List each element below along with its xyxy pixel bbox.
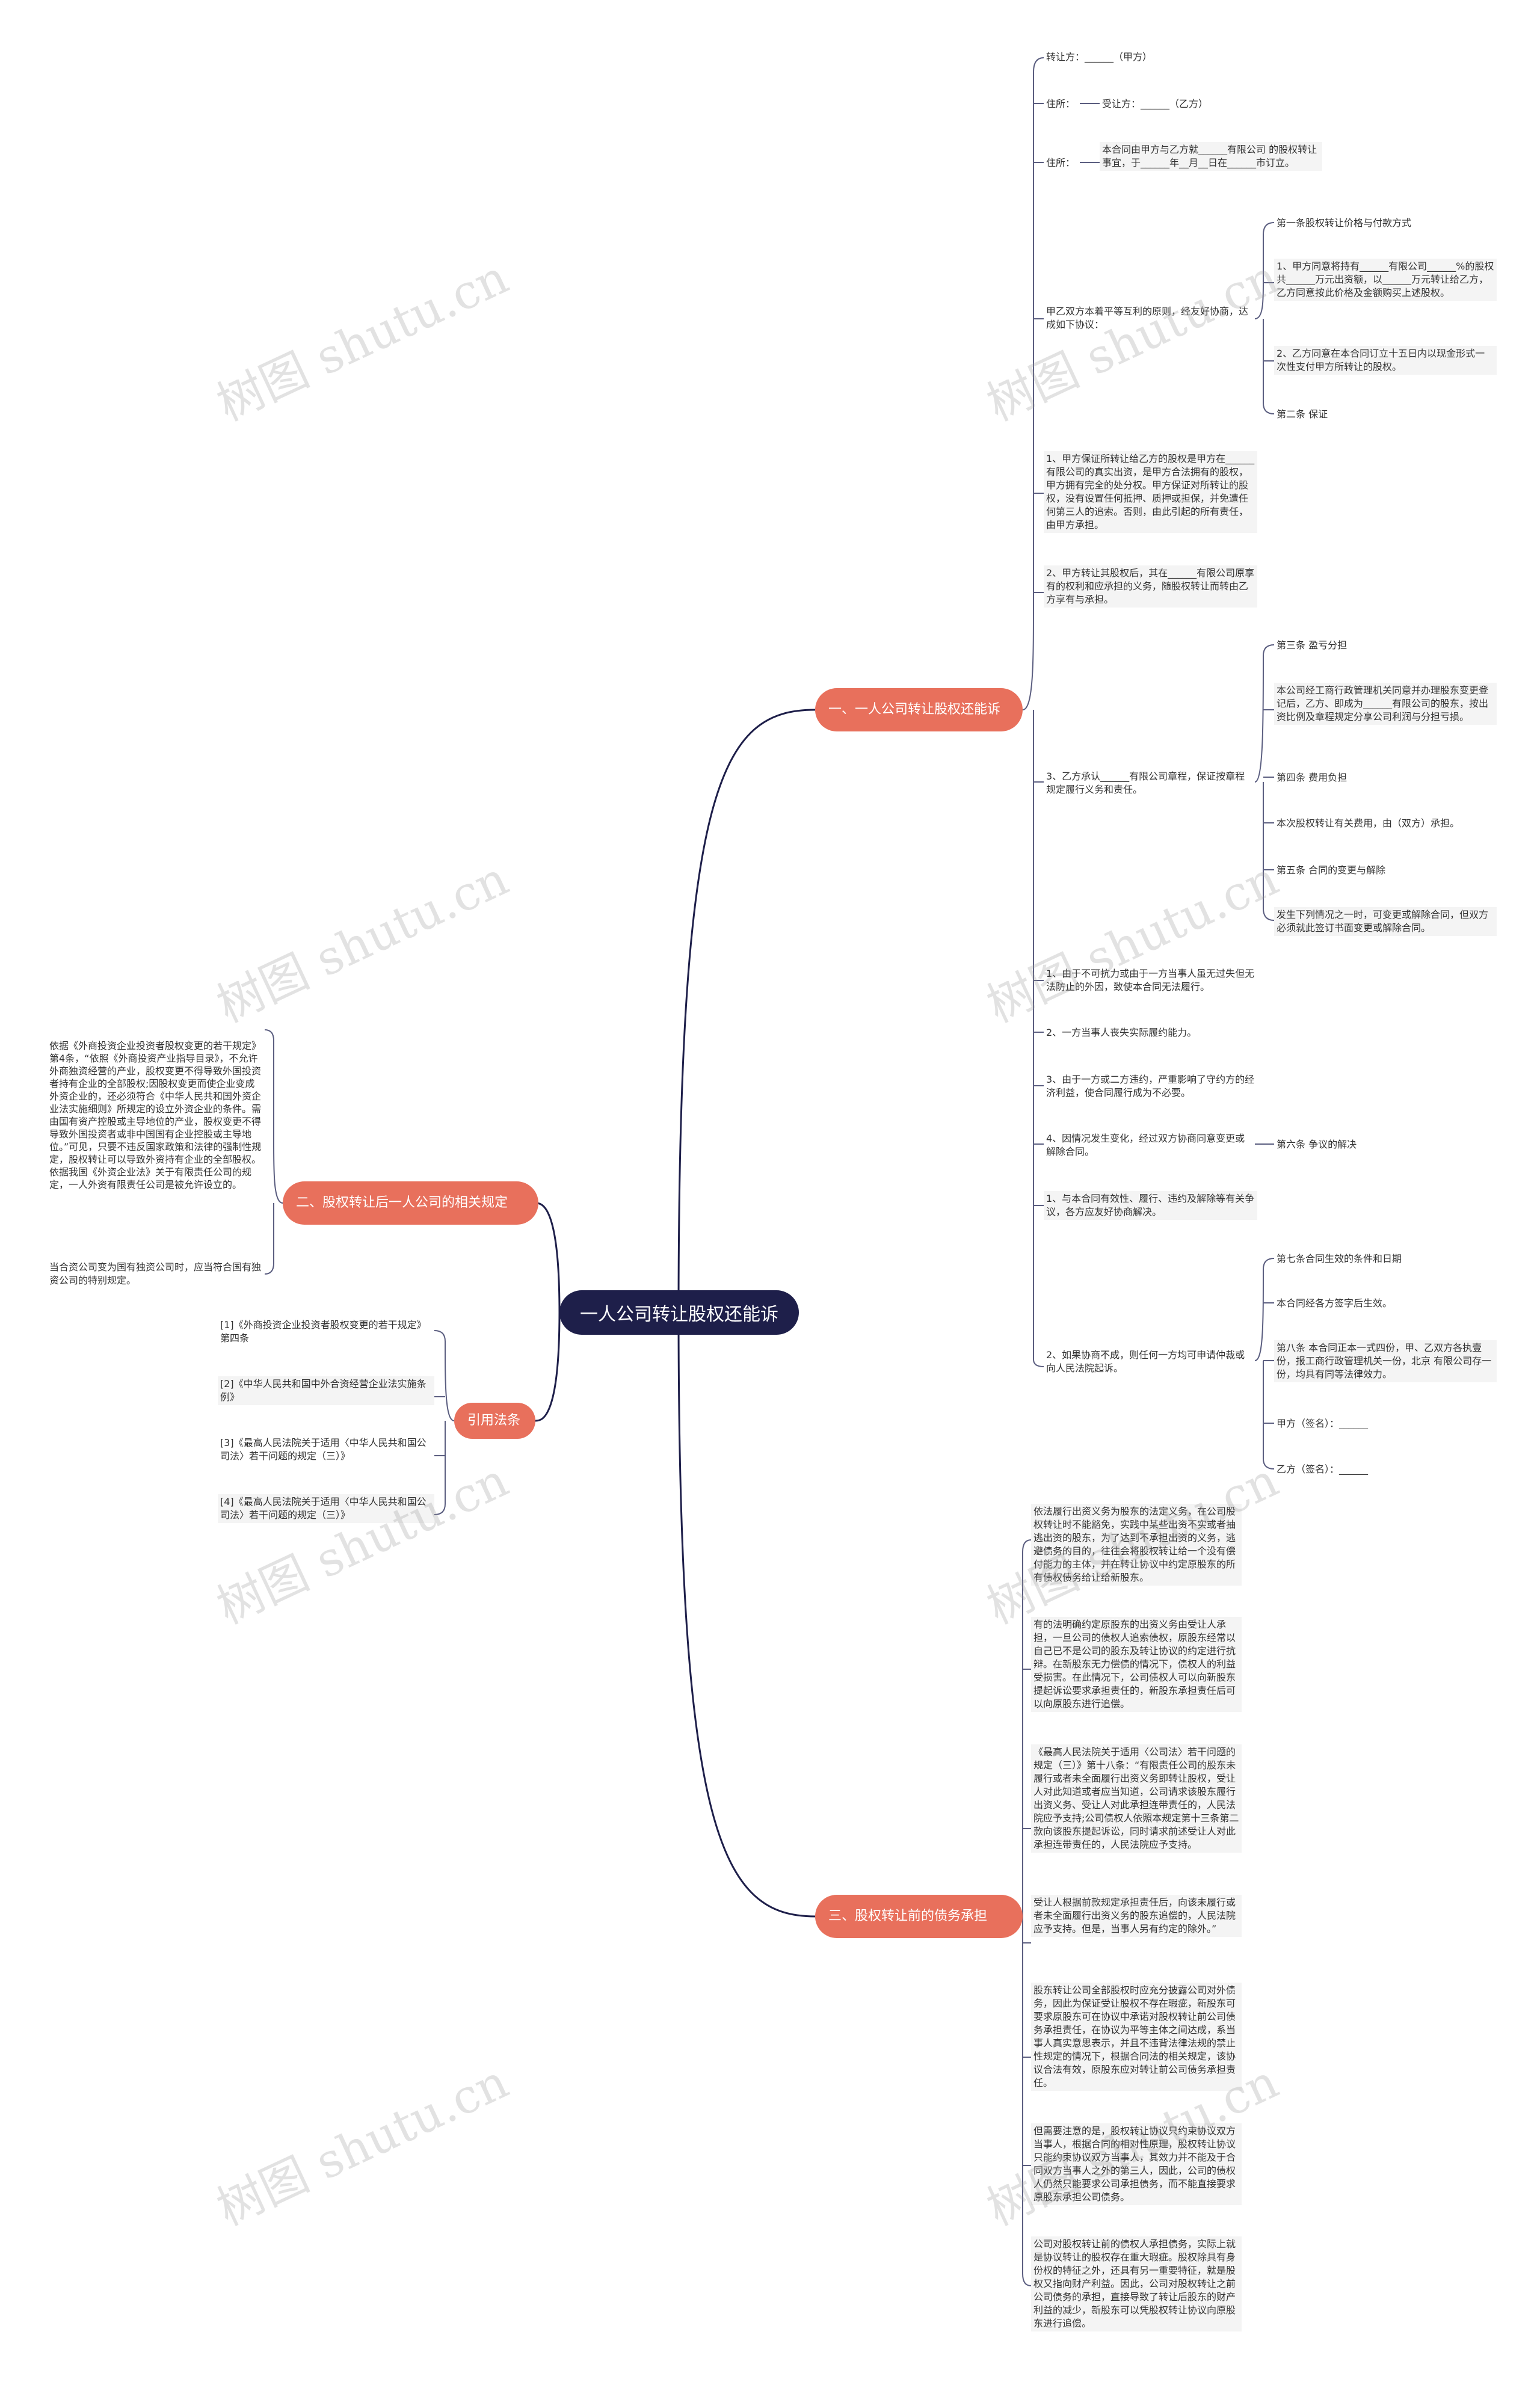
article-1-clause-2: 2、乙方同意在本合同订立十五日内以现金形式一次性支付甲方所转让的股权。: [1274, 346, 1497, 375]
article-5-title: 第五条 合同的变更与解除: [1277, 864, 1386, 876]
debt-paragraph-1: 依法履行出资义务为股东的法定义务，在公司股权转让时不能豁免，实践中某些出资不实或…: [1031, 1504, 1242, 1586]
agreement-intro: 甲乙双方本着平等互利的原则，经友好协商，达成如下协议：: [1046, 306, 1249, 330]
address-label-1: 住所：: [1046, 98, 1076, 109]
branch-post-transfer-rules[interactable]: 二、股权转让后一人公司的相关规定: [283, 1181, 538, 1225]
dispute-clause-1: 1、与本合同有效性、履行、违约及解除等有关争议，各方应友好协商解决。: [1044, 1191, 1257, 1220]
termination-cond-3: 3、由于一方或二方违约，严重影响了守约方的经济利益，使合同履行成为不必要。: [1046, 1074, 1255, 1098]
guarantee-clause-1: 1、甲方保证所转让给乙方的股权是甲方在______有限公司的真实出资，是甲方合法…: [1044, 451, 1257, 533]
article-7-title: 第七条合同生效的条件和日期: [1277, 1253, 1402, 1264]
root-topic[interactable]: 一人公司转让股权还能诉: [559, 1290, 799, 1335]
address-label-2: 住所：: [1046, 157, 1076, 168]
termination-cond-1: 1、由于不可抗力或由于一方当事人虽无过失但无法防止的外因，致使本合同无法履行。: [1046, 968, 1255, 993]
debt-paragraph-7: 公司对股权转让前的债权人承担债务，实际上就是协议转让的股权存在重大瑕疵。股权除具…: [1031, 2236, 1242, 2331]
dispute-clause-2: 2、如果协商不成，则任何一方均可申请仲裁或向人民法院起诉。: [1046, 1349, 1245, 1374]
article-3-body: 本公司经工商行政管理机关同意并办理股东变更登记后，乙方、即成为______有限公…: [1274, 683, 1497, 725]
article-5-body: 发生下列情况之一时，可变更或解除合同，但双方必须就此签订书面变更或解除合同。: [1274, 907, 1497, 936]
article-6-title: 第六条 争议的解决: [1277, 1139, 1357, 1150]
article-4-body: 本次股权转让有关费用，由（双方）承担。: [1277, 817, 1460, 829]
debt-paragraph-6: 但需要注意的是，股权转让协议只约束协议双方当事人，根据合同的相对性原理，股权转让…: [1031, 2123, 1242, 2205]
article-1-clause-1: 1、甲方同意将持有______有限公司______%的股权共______万元出资…: [1274, 259, 1497, 301]
citation-2[interactable]: [2]《中华人民共和国中外合资经营企业法实施条例》: [218, 1376, 434, 1405]
branch-pre-transfer-debt[interactable]: 三、股权转让前的债务承担: [815, 1895, 1023, 1938]
contract-intro: 本合同由甲方与乙方就______有限公司 的股权转让事宜，于______年__月…: [1100, 142, 1322, 171]
guarantee-clause-3: 3、乙方承认______有限公司章程，保证按章程规定履行义务和责任。: [1046, 771, 1245, 795]
article-2-title: 第二条 保证: [1277, 408, 1328, 420]
debt-paragraph-3: 《最高人民法院关于适用〈公司法〉若干问题的规定（三）》第十八条：“有限责任公司的…: [1031, 1744, 1242, 1853]
branch-cited-laws[interactable]: 引用法条: [454, 1403, 535, 1439]
state-owned-rule: 当合资公司变为国有独资公司时，应当符合国有独资公司的特别规定。: [49, 1261, 262, 1286]
debt-paragraph-2: 有的法明确约定原股东的出资义务由受让人承担，一旦公司的债权人追索债权，原股东经常…: [1031, 1617, 1242, 1712]
article-1-title: 第一条股权转让价格与付款方式: [1277, 217, 1412, 229]
citation-1[interactable]: [1]《外商投资企业投资者股权变更的若干规定》 第四条: [220, 1319, 427, 1344]
article-7-body: 本合同经各方签字后生效。: [1277, 1297, 1393, 1309]
debt-paragraph-5: 股东转让公司全部股权时应充分披露公司对外债务，因此为保证受让股权不存在瑕疵，新股…: [1031, 1983, 1242, 2091]
party-b-signature: 乙方（签名）：______: [1277, 1463, 1369, 1475]
party-a-signature: 甲方（签名）：______: [1277, 1418, 1369, 1429]
citation-3[interactable]: [3]《最高人民法院关于适用〈中华人民共和国公司法〉若干问题的规定（三）》: [220, 1437, 427, 1462]
citation-4[interactable]: [4]《最高人民法院关于适用〈中华人民共和国公司法〉若干问题的规定（三）》: [218, 1494, 434, 1523]
transferee-line: 受让方：______（乙方）: [1102, 98, 1209, 109]
article-8-body: 第八条 本合同正本一式四份，甲、乙双方各执壹份，报工商行政管理机关一份，北京 有…: [1274, 1340, 1497, 1382]
transferor-line: 转让方：______（甲方）: [1046, 51, 1153, 63]
foreign-investment-rule: 依据《外商投资企业投资者股权变更的若干规定》第4条，“依照《外商投资产业指导目录…: [49, 1040, 262, 1190]
branch-transfer-litigation[interactable]: 一、一人公司转让股权还能诉: [815, 688, 1023, 731]
article-3-title: 第三条 盈亏分担: [1277, 639, 1348, 651]
guarantee-clause-2: 2、甲方转让其股权后，其在______有限公司原享有的权利和应承担的义务，随股权…: [1044, 565, 1257, 608]
debt-paragraph-4: 受让人根据前款规定承担责任后，向该未履行或者未全面履行出资义务的股东追偿的，人民…: [1031, 1895, 1242, 1937]
termination-cond-4: 4、因情况发生变化，经过双方协商同意变更或解除合同。: [1046, 1133, 1245, 1157]
article-4-title: 第四条 费用负担: [1277, 772, 1348, 783]
termination-cond-2: 2、一方当事人丧失实际履约能力。: [1046, 1027, 1197, 1038]
